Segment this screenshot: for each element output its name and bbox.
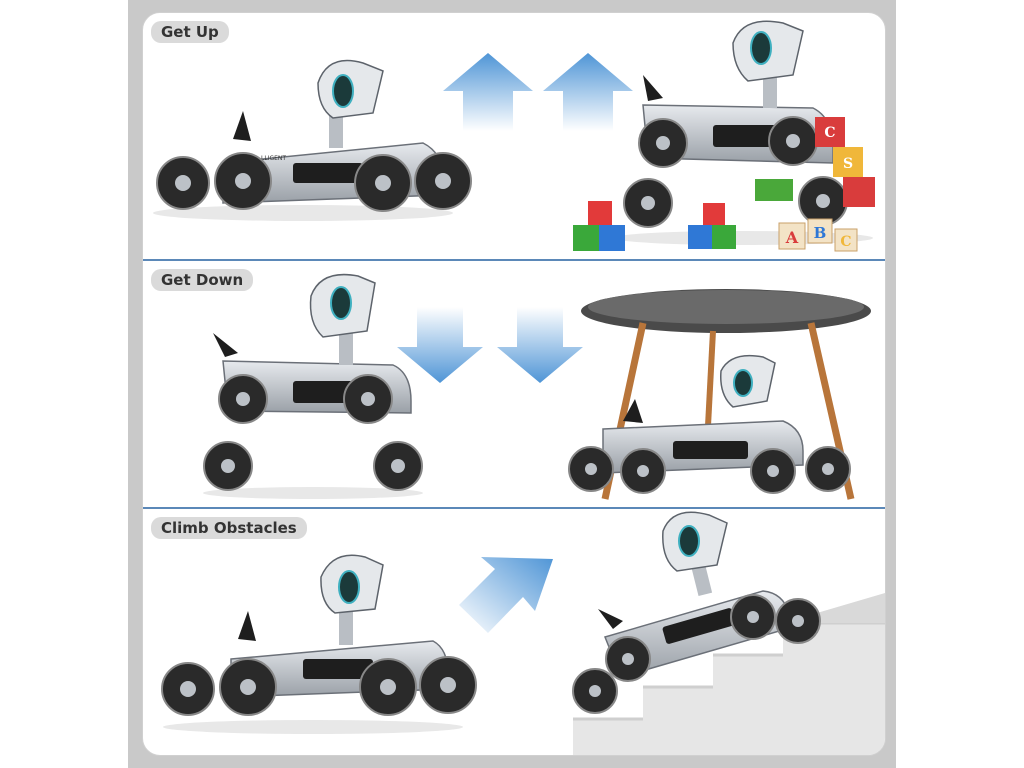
climb-obstacles-illustration [161,511,885,755]
up-arrow-icon [443,53,533,131]
eye-icon [733,369,753,397]
toy-text: LLIGENT [261,155,286,162]
block-letter: C [824,125,835,141]
section-label-get-down: Get Down [151,269,254,291]
section-divider [143,507,885,509]
robot-dog-standing [613,20,873,245]
up-arrow-icon [543,53,633,131]
block-letter: A [785,228,799,247]
section-climb-obstacles: Climb Obstacles [143,509,885,755]
toy-blocks: A B C C S [573,117,875,252]
section-divider [143,259,885,261]
round-table [581,289,871,500]
block-letter: S [843,156,853,172]
block-letter: C [840,234,851,250]
product-card: LLIGENT [142,12,886,756]
eye-icon [330,286,352,320]
section-label-get-up: Get Up [151,21,229,43]
down-arrow-icon [497,307,583,383]
get-up-illustration: LLIGENT [153,20,875,252]
tail [233,111,251,141]
robot-dog-climbing [572,511,821,714]
section-get-down: Get Down [143,261,885,507]
eye-icon [332,74,354,108]
robot-dog-low [161,554,477,734]
section-get-up: LLIGENT [143,13,885,259]
get-down-illustration [203,273,871,500]
eye-icon [750,31,772,65]
forward-arrow-icon [459,557,553,633]
eye-icon [338,570,360,604]
section-label-climb-obstacles: Climb Obstacles [151,517,307,539]
robot-dog-standing [203,273,423,499]
block-letter: B [814,224,827,242]
down-arrow-icon [397,307,483,383]
robot-dog-low [568,354,851,494]
robot-dog-low: LLIGENT [153,59,472,221]
eye-icon [678,525,700,557]
